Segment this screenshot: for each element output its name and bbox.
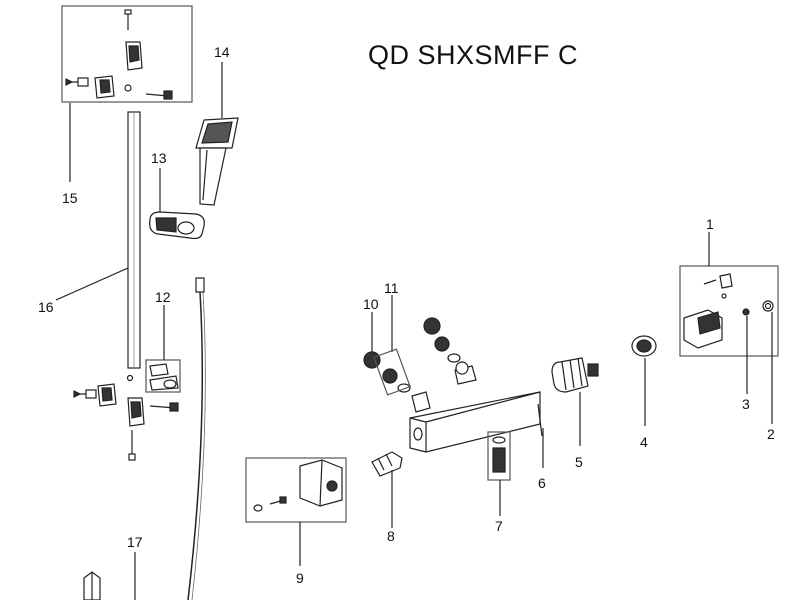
callout-7: 7 bbox=[495, 518, 503, 534]
callout-1: 1 bbox=[706, 216, 714, 232]
callout-6: 6 bbox=[538, 475, 546, 491]
callout-5: 5 bbox=[575, 454, 583, 470]
callout-2: 2 bbox=[767, 426, 775, 442]
callout-16: 16 bbox=[38, 299, 54, 315]
part-17-hose-nut bbox=[83, 571, 101, 601]
part-1-handle-kit bbox=[679, 265, 779, 357]
part-13-slider bbox=[149, 211, 205, 240]
part-7-filter bbox=[487, 431, 511, 481]
callout-10: 10 bbox=[363, 296, 379, 312]
part-14-hand-shower bbox=[195, 117, 239, 206]
callout-15: 15 bbox=[62, 190, 78, 206]
callout-14: 14 bbox=[214, 44, 230, 60]
callout-3: 3 bbox=[742, 396, 750, 412]
part-9-knob-kit bbox=[245, 457, 347, 523]
leader-16 bbox=[55, 267, 129, 301]
part-5-cartridge bbox=[551, 357, 599, 393]
part-4-cap bbox=[631, 335, 657, 357]
diagram-title: QD SHXSMFF C bbox=[368, 40, 579, 70]
part-hose bbox=[187, 277, 206, 601]
callout-8: 8 bbox=[387, 528, 395, 544]
part-12-bottom-bracket bbox=[145, 359, 181, 393]
callout-11: 11 bbox=[384, 280, 399, 296]
callout-13: 13 bbox=[151, 150, 167, 166]
part-11-box bbox=[373, 348, 411, 396]
screw-icon bbox=[65, 77, 89, 87]
part-lower-bracket-components bbox=[73, 374, 179, 461]
callout-4: 4 bbox=[640, 434, 648, 450]
callout-9: 9 bbox=[296, 570, 304, 586]
part-valve-body bbox=[409, 361, 543, 453]
part-16-riser-rail bbox=[127, 111, 141, 369]
callout-17: 17 bbox=[127, 534, 143, 550]
part-15-top-bracket-kit bbox=[61, 5, 193, 103]
part-8-inlet-elbow bbox=[371, 451, 403, 477]
callout-12: 12 bbox=[155, 289, 171, 305]
part-fittings-top bbox=[363, 317, 461, 393]
